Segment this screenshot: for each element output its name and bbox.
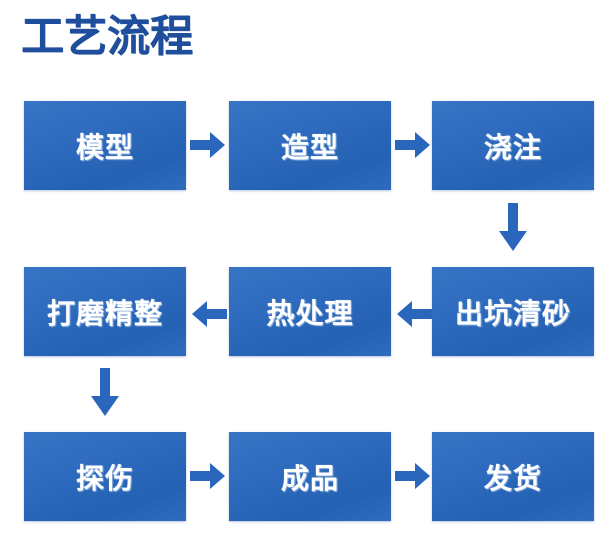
process-node-moxing[interactable]: 模型 — [24, 101, 186, 190]
arrow-left-icon — [396, 300, 432, 328]
arrow-right-icon — [190, 462, 226, 490]
process-node-rechuli[interactable]: 热处理 — [229, 267, 391, 356]
process-node-chukeng-qingsha[interactable]: 出坑清砂 — [432, 267, 594, 356]
node-label: 造型 — [280, 131, 339, 163]
process-node-jiaozhu[interactable]: 浇注 — [432, 101, 594, 190]
node-label: 模型 — [75, 131, 134, 163]
node-label: 成品 — [280, 462, 339, 494]
page-title: 工艺流程 — [21, 13, 193, 61]
process-node-fahuo[interactable]: 发货 — [432, 432, 594, 521]
arrow-right-icon — [395, 462, 431, 490]
process-node-zaoxing[interactable]: 造型 — [229, 101, 391, 190]
arrow-right-icon — [190, 131, 226, 159]
node-label: 浇注 — [483, 131, 542, 163]
process-node-tanshang[interactable]: 探伤 — [24, 432, 186, 521]
process-node-damo-jingzheng[interactable]: 打磨精整 — [24, 267, 186, 356]
arrow-right-icon — [395, 131, 431, 159]
node-label: 探伤 — [75, 462, 134, 494]
arrow-left-icon — [191, 300, 227, 328]
arrow-down-icon — [90, 368, 120, 418]
process-node-chengpin[interactable]: 成品 — [229, 432, 391, 521]
node-label: 打磨精整 — [46, 297, 163, 329]
node-label: 发货 — [483, 462, 542, 494]
node-label: 热处理 — [266, 297, 354, 329]
node-label: 出坑清砂 — [454, 297, 571, 329]
arrow-down-icon — [498, 203, 528, 253]
